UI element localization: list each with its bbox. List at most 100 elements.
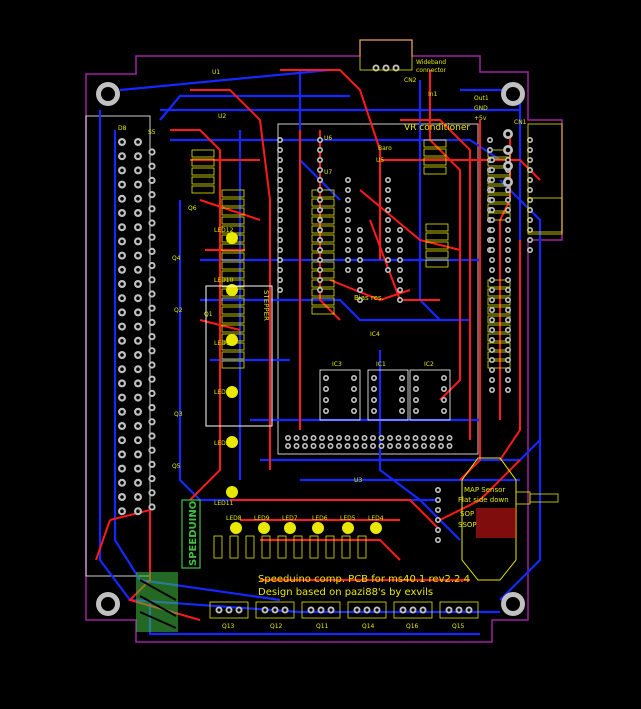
pad-hole bbox=[346, 218, 350, 222]
components bbox=[191, 64, 533, 619]
wideband-label: Wideband bbox=[416, 59, 446, 66]
pad-hole bbox=[386, 258, 390, 262]
pad-hole bbox=[398, 238, 402, 242]
pad-hole bbox=[120, 296, 124, 301]
pad-hole bbox=[237, 608, 241, 612]
gnd-label: GND bbox=[474, 105, 488, 112]
pad-hole bbox=[278, 178, 282, 182]
pad-hole bbox=[488, 148, 492, 152]
pad-hole bbox=[506, 198, 510, 202]
pad-hole bbox=[318, 198, 322, 202]
pad-hole bbox=[490, 178, 494, 182]
pad-hole bbox=[318, 218, 322, 222]
pad-hole bbox=[528, 168, 532, 172]
pad-hole bbox=[150, 292, 154, 296]
resistor bbox=[487, 351, 511, 360]
logo-text: SPEEDUINO bbox=[188, 501, 199, 566]
pad-hole bbox=[120, 481, 124, 485]
pad-hole bbox=[505, 179, 511, 185]
ssop-label: SSOP bbox=[458, 521, 477, 529]
pad-hole bbox=[150, 192, 154, 197]
pad-hole bbox=[506, 388, 510, 392]
led2-label: LED2 bbox=[214, 440, 230, 447]
pad-hole bbox=[150, 306, 154, 310]
pad-hole bbox=[400, 387, 404, 391]
pad-hole bbox=[150, 207, 154, 211]
q11-label: Q11 bbox=[316, 623, 329, 630]
resistor bbox=[423, 166, 447, 175]
pad-hole bbox=[312, 444, 315, 448]
pad-hole bbox=[405, 444, 409, 448]
pad-hole bbox=[528, 158, 532, 162]
stepper-label: STEPPER bbox=[262, 290, 270, 321]
resistor bbox=[325, 535, 335, 559]
pad-hole bbox=[384, 66, 388, 70]
pad-hole bbox=[278, 198, 282, 202]
q12-label: Q12 bbox=[270, 623, 283, 630]
pad-hole bbox=[490, 158, 494, 162]
pad-hole bbox=[490, 308, 494, 312]
resistor bbox=[311, 270, 335, 279]
resistor bbox=[221, 351, 245, 360]
resistor bbox=[191, 176, 215, 185]
pad-hole bbox=[398, 288, 402, 292]
pad-hole bbox=[324, 398, 328, 402]
pad-hole bbox=[528, 228, 532, 232]
pad-hole bbox=[414, 376, 418, 380]
resistor bbox=[487, 212, 511, 221]
pad-hole bbox=[318, 238, 322, 242]
resistor bbox=[357, 535, 367, 559]
pad-hole bbox=[422, 444, 426, 448]
resistor bbox=[311, 297, 335, 306]
pad-hole bbox=[528, 238, 532, 242]
pad-hole bbox=[386, 248, 390, 252]
pad-hole bbox=[436, 538, 440, 542]
pad-hole bbox=[136, 438, 140, 443]
baro-label: Baro bbox=[378, 145, 392, 152]
pad-hole bbox=[150, 278, 154, 282]
resistor bbox=[221, 297, 245, 306]
pad-hole bbox=[372, 409, 376, 413]
pad-hole bbox=[506, 378, 510, 382]
led6-label: LED6 bbox=[312, 515, 328, 522]
pad-hole bbox=[150, 391, 154, 396]
pad-hole bbox=[278, 278, 282, 282]
pad-hole bbox=[448, 436, 451, 440]
led1-label: LED1 bbox=[214, 340, 230, 347]
pad-hole bbox=[506, 358, 510, 362]
pad-hole bbox=[309, 608, 313, 612]
led11-label: LED11 bbox=[214, 500, 234, 507]
pad-hole bbox=[506, 218, 510, 222]
pad-hole bbox=[136, 424, 140, 428]
resistor bbox=[221, 324, 245, 333]
pad-hole bbox=[319, 608, 323, 612]
q4-label: Q4 bbox=[172, 255, 181, 262]
pad-hole bbox=[150, 405, 154, 410]
pad-hole bbox=[346, 268, 350, 272]
pad-hole bbox=[386, 228, 390, 232]
pad-hole bbox=[447, 608, 451, 612]
u2-label: U2 bbox=[218, 113, 226, 120]
resistor bbox=[221, 198, 245, 207]
pad-hole bbox=[405, 436, 409, 440]
pad-hole bbox=[283, 608, 287, 612]
pad-hole bbox=[318, 278, 322, 282]
pad-hole bbox=[506, 278, 510, 282]
pad-hole bbox=[295, 444, 298, 448]
pad-hole bbox=[150, 448, 154, 452]
pad-hole bbox=[318, 258, 322, 262]
resistor bbox=[311, 234, 335, 243]
pad-hole bbox=[150, 334, 154, 339]
resistor bbox=[487, 360, 511, 369]
pad-hole bbox=[150, 150, 154, 154]
pad-hole bbox=[490, 248, 494, 252]
pad-hole bbox=[150, 263, 154, 268]
transistor-outline bbox=[255, 601, 295, 619]
resistor bbox=[245, 535, 255, 559]
pad-hole bbox=[358, 238, 362, 242]
pad-hole bbox=[490, 188, 494, 192]
led bbox=[226, 334, 238, 346]
q16-label: Q16 bbox=[406, 623, 419, 630]
pad-hole bbox=[318, 168, 322, 172]
